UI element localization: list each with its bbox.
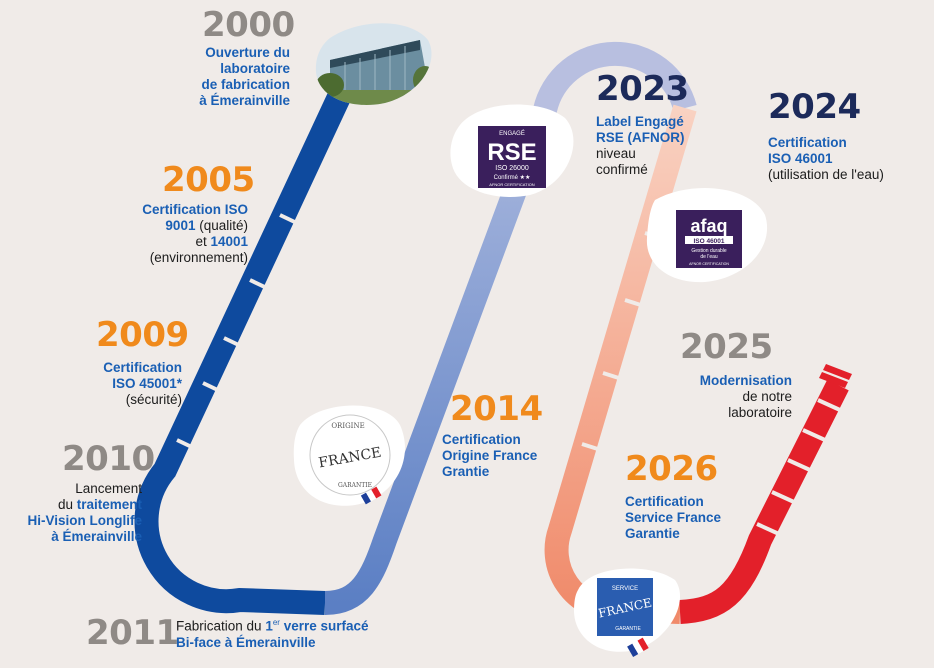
afaq-desc2: de l'eau — [700, 254, 718, 260]
m2011-l1a: Fabrication du — [176, 618, 266, 634]
m2025-l1: Modernisation — [699, 373, 792, 388]
origine-bottom: GARANTIE — [338, 482, 372, 489]
m2009-l2: ISO 45001* — [112, 376, 182, 391]
m2005-l2b: (qualité) — [195, 218, 248, 233]
m2005-l1: Certification ISO — [142, 202, 248, 217]
milestone-2023-text: Label Engagé RSE (AFNOR) niveau confirmé — [596, 114, 685, 178]
rse-main: RSE — [487, 139, 536, 166]
m2023-l3: niveau — [596, 146, 636, 161]
m2000-l4: à Émerainville — [199, 93, 290, 108]
m2023-l2: RSE (AFNOR) — [596, 130, 685, 145]
afaq-logo: afaq ISO 46001 Gestion durable de l'eau … — [676, 210, 742, 268]
year-2000: 2000 — [202, 5, 295, 45]
rse-logo: ENGAGÉ RSE ISO 26000 Confirmé ★★ AFNOR C… — [478, 126, 546, 188]
road-dashes — [176, 213, 302, 452]
m2011-l1sup-base: 1 — [265, 618, 273, 634]
road-dark-blue — [134, 89, 351, 615]
road-mid-blue — [324, 105, 557, 615]
year-2026: 2026 — [625, 449, 718, 489]
m2014-l1: Certification — [442, 432, 521, 447]
m2023-l4: confirmé — [596, 162, 648, 177]
afaq-desc1: Gestion durable — [691, 248, 727, 254]
road-red-dashes — [819, 364, 852, 388]
year-2009: 2009 — [96, 315, 189, 355]
m2023-l1: Label Engagé — [596, 114, 684, 129]
year-2010: 2010 — [62, 439, 155, 479]
milestone-2010-text: Lancement du traitement Hi-Vision Longli… — [28, 481, 143, 545]
afaq-foot: AFNOR CERTIFICATION — [689, 262, 729, 266]
afaq-sub: ISO 46001 — [693, 238, 724, 245]
m2014-l3: Grantie — [442, 464, 490, 479]
m2005-l3a: et — [195, 234, 211, 249]
m2000-l2: laboratoire — [220, 61, 290, 76]
m2011-l1b: verre surfacé — [279, 618, 369, 634]
m2024-l1: Certification — [768, 135, 847, 150]
origine-top: ORIGINE — [331, 422, 364, 430]
m2011-l1sup: er — [272, 618, 280, 627]
m2009-l3: (sécurité) — [125, 392, 182, 407]
m2026-l3: Garantie — [625, 526, 680, 541]
milestone-2026-text: Certification Service France Garantie — [625, 494, 721, 542]
m2005-l3b: 14001 — [210, 234, 248, 249]
milestone-2005-text: Certification ISO 9001 (qualité) et 1400… — [142, 202, 248, 266]
year-2005: 2005 — [162, 160, 255, 200]
m2011-l2: Bi-face à Émerainville — [176, 634, 316, 650]
road-red — [679, 379, 849, 624]
m2025-l2: de notre — [742, 389, 792, 404]
year-2014: 2014 — [450, 389, 543, 429]
rse-top: ENGAGÉ — [499, 130, 525, 137]
year-2024: 2024 — [768, 87, 861, 127]
year-2023: 2023 — [596, 69, 689, 109]
year-2011: 2011 — [86, 613, 179, 653]
rse-sub: ISO 26000 — [495, 165, 529, 172]
milestone-2014-text: Certification Origine France Grantie — [442, 432, 537, 480]
m2026-l2: Service France — [625, 510, 722, 525]
m2025-l3: laboratoire — [728, 405, 792, 420]
m2010-l2b: traitement — [76, 497, 142, 512]
m2010-l1: Lancement — [75, 481, 142, 496]
milestone-2009-text: Certification ISO 45001* (sécurité) — [103, 360, 182, 408]
m2000-l3: de fabrication — [201, 77, 290, 92]
service-bottom: GARANTIE — [615, 626, 641, 632]
m2026-l1: Certification — [625, 494, 704, 509]
m2010-l3: Hi-Vision Longlife — [27, 513, 143, 528]
m2024-l3: (utilisation de l'eau) — [768, 167, 884, 182]
rse-level: Confirmé ★★ — [494, 174, 531, 181]
service-top: SERVICE — [612, 586, 638, 592]
milestone-2024-text: Certification ISO 46001 (utilisation de … — [768, 135, 884, 183]
building-photo — [315, 23, 432, 105]
afaq-main: afaq — [690, 216, 727, 236]
service-france-logo: SERVICE FRANCE GARANTIE — [597, 578, 653, 658]
year-2025: 2025 — [680, 327, 773, 367]
origine-france-logo: ORIGINE FRANCE GARANTIE — [309, 414, 391, 505]
milestone-2025-text: Modernisation de notre laboratoire — [700, 373, 792, 421]
m2010-l2a: du — [57, 497, 77, 512]
m2010-l4: à Émerainville — [51, 529, 142, 544]
milestone-2000-text: Ouverture du laboratoire de fabrication … — [199, 45, 290, 109]
rse-foot: AFNOR CERTIFICATION — [489, 182, 535, 187]
m2024-l2: ISO 46001 — [768, 151, 833, 166]
m2014-l2: Origine France — [442, 448, 538, 463]
m2005-l2a: 9001 — [165, 218, 196, 233]
m2005-l4: (environnement) — [149, 250, 248, 265]
m2000-l1: Ouverture du — [205, 45, 290, 60]
m2009-l1: Certification — [103, 360, 182, 375]
milestone-2011-text: Fabrication du 1er verre surfacé Bi-face… — [176, 615, 369, 651]
road-arch — [533, 41, 697, 114]
